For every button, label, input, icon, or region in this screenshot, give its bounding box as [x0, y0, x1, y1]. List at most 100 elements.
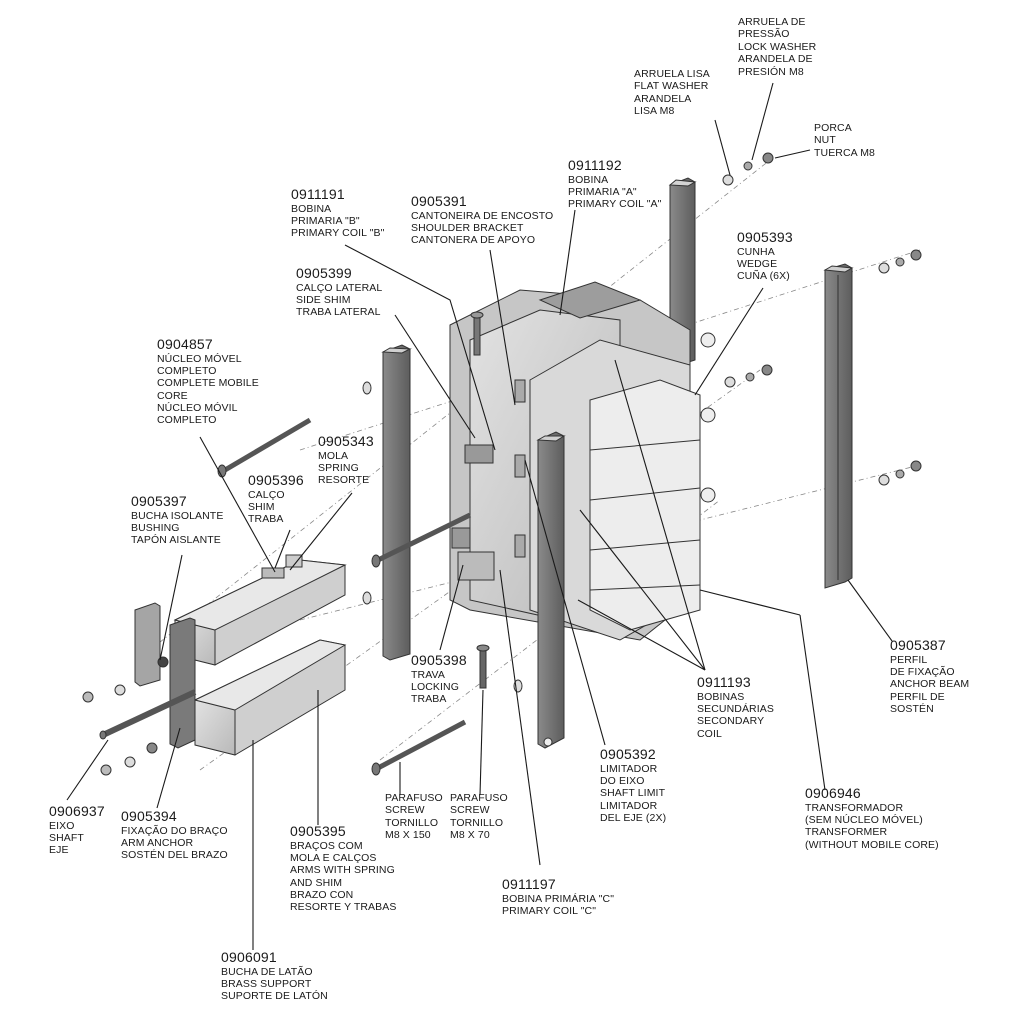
part-desc: COMPLETO	[157, 414, 217, 427]
part-desc: ANCHOR BEAM	[890, 678, 970, 691]
part-desc: EIXO	[49, 819, 75, 832]
part-desc: M8 X 150	[385, 829, 431, 842]
part-desc: PRIMARY COIL "A"	[568, 198, 662, 211]
part-desc: TRAVA	[411, 668, 445, 681]
part-desc: PRESSÃO	[738, 28, 790, 41]
part-desc: M8 X 70	[450, 829, 490, 842]
part-code: 0905396	[248, 472, 304, 488]
label-0911191: 0911191 BOBINA PRIMARIA "B" PRIMARY COIL…	[291, 186, 384, 240]
part-desc: CUÑA (6X)	[737, 270, 790, 283]
part-desc: ARRUELA DE	[738, 16, 806, 28]
part-desc: LOCKING	[411, 680, 459, 693]
label-0905395: 0905395 BRAÇOS COM MOLA E CALÇOS ARMS WI…	[290, 823, 396, 914]
part-desc: ARRUELA LISA	[634, 68, 710, 80]
part-desc: PERFIL	[890, 653, 928, 666]
part-desc: SHIM	[248, 500, 275, 513]
part-code: 0905395	[290, 823, 346, 839]
part-desc: SECUNDÁRIAS	[697, 702, 774, 715]
part-desc: ARMS WITH SPRING	[290, 864, 395, 877]
part-desc: COMPLETO	[157, 364, 217, 377]
part-desc: NÚCLEO MÓVIL	[157, 402, 238, 415]
part-desc: TRANSFORMER	[805, 826, 888, 839]
arm-anchor-plate	[134, 602, 196, 749]
part-desc: PRIMARY COIL "C"	[502, 904, 597, 917]
screw-m8x150-mid	[371, 512, 472, 568]
anchor-beam-front	[536, 431, 566, 749]
screw-m8x150-upper	[217, 417, 312, 478]
part-desc: CUNHA	[737, 245, 775, 258]
part-desc: BUSHING	[131, 521, 180, 534]
part-code: 0905394	[121, 808, 177, 824]
part-desc: TORNILLO	[450, 816, 504, 829]
part-desc: ARM ANCHOR	[121, 836, 194, 849]
part-desc: BRAÇOS COM	[290, 839, 363, 852]
part-desc: DEL EJE (2X)	[600, 812, 667, 825]
locking-parts	[451, 444, 495, 581]
part-code: 0906091	[221, 949, 277, 965]
part-desc: BOBINAS	[697, 690, 745, 703]
part-desc: SHAFT LIMIT	[600, 787, 666, 800]
part-code: 0905397	[131, 493, 187, 509]
part-code: 0905387	[890, 637, 946, 653]
fastener-stack-right	[722, 152, 922, 486]
part-desc: CORE	[157, 389, 188, 402]
part-desc: SCREW	[385, 804, 425, 817]
label-0905393: 0905393 CUNHA WEDGE CUÑA (6X)	[737, 229, 793, 283]
part-code: 0905399	[296, 265, 352, 281]
part-desc: TAPÓN AISLANTE	[131, 534, 221, 547]
part-desc: BRASS SUPPORT	[221, 977, 312, 990]
part-code: 0906946	[805, 785, 861, 801]
label-0911197: 0911197 BOBINA PRIMÁRIA "C" PRIMARY COIL…	[502, 876, 614, 917]
label-0906937: 0906937 EIXO SHAFT EJE	[49, 803, 105, 857]
part-desc: WEDGE	[737, 257, 778, 270]
part-desc: BOBINA	[291, 202, 332, 215]
part-code: 0905393	[737, 229, 793, 245]
part-desc: LISA M8	[634, 105, 675, 118]
label-0905391: 0905391 CANTONEIRA DE ENCOSTO SHOULDER B…	[411, 193, 553, 247]
label-0905387: 0905387 PERFIL DE FIXAÇÃO ANCHOR BEAM PE…	[890, 637, 969, 715]
part-desc: LOCK WASHER	[738, 40, 817, 53]
label-0905397: 0905397 BUCHA ISOLANTE BUSHING TAPÓN AIS…	[131, 493, 223, 547]
part-desc: SCREW	[450, 804, 490, 817]
part-desc: DE FIXAÇÃO	[890, 665, 955, 678]
part-desc: PARAFUSO	[450, 792, 508, 804]
part-code: 0911192	[568, 157, 622, 173]
transformer-body	[449, 281, 716, 641]
part-desc: PRIMARIA "A"	[568, 185, 637, 198]
part-code: 0905391	[411, 193, 467, 209]
part-desc: LIMITADOR	[600, 762, 658, 775]
part-desc: NUT	[814, 134, 836, 147]
mobile-core-arms	[173, 554, 347, 756]
label-0911193: 0911193 BOBINAS SECUNDÁRIAS SECONDARY CO…	[697, 674, 774, 740]
part-desc: TRABA	[411, 693, 447, 706]
part-desc: FIXAÇÃO DO BRAÇO	[121, 824, 228, 837]
part-desc: AND SHIM	[290, 876, 343, 889]
part-desc: MOLA	[318, 449, 349, 462]
label-flat-washer: ARRUELA LISA FLAT WASHER ARANDELA LISA M…	[634, 68, 710, 118]
part-code: 0905392	[600, 746, 656, 762]
part-desc: SOSTÉN	[890, 703, 934, 716]
part-code: 0911193	[697, 674, 751, 690]
label-nut: PORCA NUT TUERCA M8	[814, 122, 875, 159]
label-0905399: 0905399 CALÇO LATERAL SIDE SHIM TRABA LA…	[296, 265, 382, 319]
screw-m8x150-lower	[371, 719, 467, 776]
part-code: 0905343	[318, 433, 374, 449]
part-desc: (WITHOUT MOBILE CORE)	[805, 838, 939, 851]
label-0905394: 0905394 FIXAÇÃO DO BRAÇO ARM ANCHOR SOST…	[121, 808, 228, 862]
part-desc: DO EIXO	[600, 774, 645, 787]
leader-lines	[66, 82, 893, 950]
label-screw-m8x70: PARAFUSO SCREW TORNILLO M8 X 70	[450, 792, 508, 842]
part-desc: TRABA LATERAL	[296, 306, 381, 319]
part-desc: CALÇO	[248, 488, 285, 501]
part-desc: PRIMARIA "B"	[291, 214, 360, 227]
part-desc: SHOULDER BRACKET	[411, 221, 524, 234]
label-0904857: 0904857 NÚCLEO MÓVEL COMPLETO COMPLETE M…	[157, 336, 259, 427]
shoulder-bracket-bolt	[470, 311, 484, 356]
label-0905392: 0905392 LIMITADOR DO EIXO SHAFT LIMIT LI…	[600, 746, 666, 824]
part-desc: PERFIL DE	[890, 690, 945, 703]
part-desc: SECONDARY	[697, 715, 765, 728]
part-code: 0905398	[411, 652, 467, 668]
screw-m8x70	[476, 644, 490, 689]
part-desc: BUCHA DE LATÃO	[221, 965, 313, 978]
